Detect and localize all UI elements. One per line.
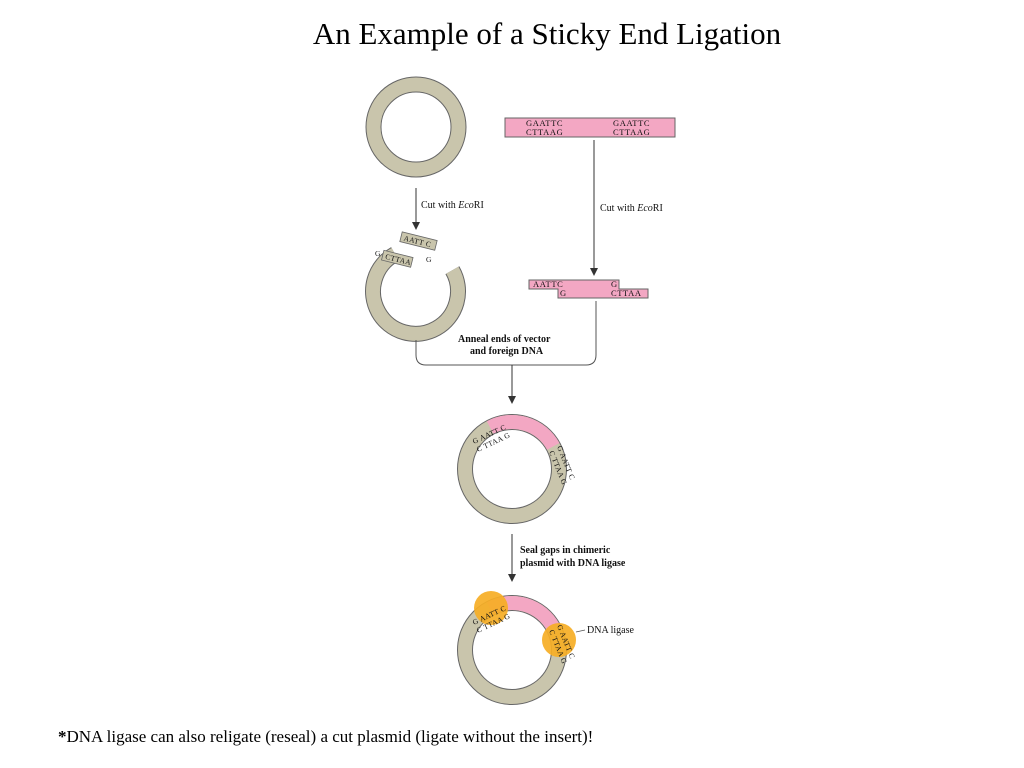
- fragment-top-right: G: [611, 279, 618, 289]
- seq-right-top: GAATTC: [613, 118, 650, 128]
- fragment-bottom-left: G: [560, 288, 567, 298]
- plasmid-cut: AATT C CTTAA G G: [365, 231, 467, 342]
- label-anneal-1: Anneal ends of vector: [458, 334, 551, 345]
- plasmid-uncut: [365, 76, 467, 178]
- plasmid-ligated: G AATT C C TTAA G G AATT C C TTAA G: [457, 591, 577, 705]
- join-bracket: [415, 301, 597, 366]
- footnote-text: DNA ligase can also religate (reseal) a …: [66, 727, 594, 746]
- label-cut-insert: Cut with EcoRI: [600, 203, 663, 214]
- vector-overhang-top: AATT C: [403, 234, 433, 250]
- label-seal-1: Seal gaps in chimeric: [520, 545, 611, 556]
- label-anneal-2: and foreign DNA: [470, 346, 544, 357]
- fragment-top-left: AATTC: [533, 279, 563, 289]
- fragment-bottom-right: CTTAA: [611, 288, 642, 298]
- foreign-dna-strip: GAATTC CTTAAG GAATTC CTTAAG: [504, 117, 676, 138]
- seq-right-bottom: CTTAAG: [613, 127, 650, 137]
- label-cut-vector: Cut with EcoRI: [421, 200, 484, 211]
- vector-g-left: G: [375, 249, 381, 258]
- ligase-pointer: [575, 629, 586, 633]
- plasmid-annealed: G AATT C C TTAA G G AATT C C TTAA G: [457, 414, 577, 524]
- ligase-blob-right: [542, 623, 576, 657]
- slide-title: An Example of a Sticky End Ligation: [312, 16, 782, 51]
- seq-left-bottom: CTTAAG: [526, 127, 563, 137]
- foreign-fragment: AATTC G G CTTAA: [528, 279, 649, 299]
- label-seal-2: plasmid with DNA ligase: [520, 558, 626, 569]
- footnote: *DNA ligase can also religate (reseal) a…: [58, 727, 593, 747]
- footnote-star: *: [58, 727, 67, 746]
- vector-g-right: G: [426, 255, 432, 264]
- label-dna-ligase: DNA ligase: [587, 625, 635, 636]
- ligase-blob-left: [474, 591, 508, 625]
- seq-left-top: GAATTC: [526, 118, 563, 128]
